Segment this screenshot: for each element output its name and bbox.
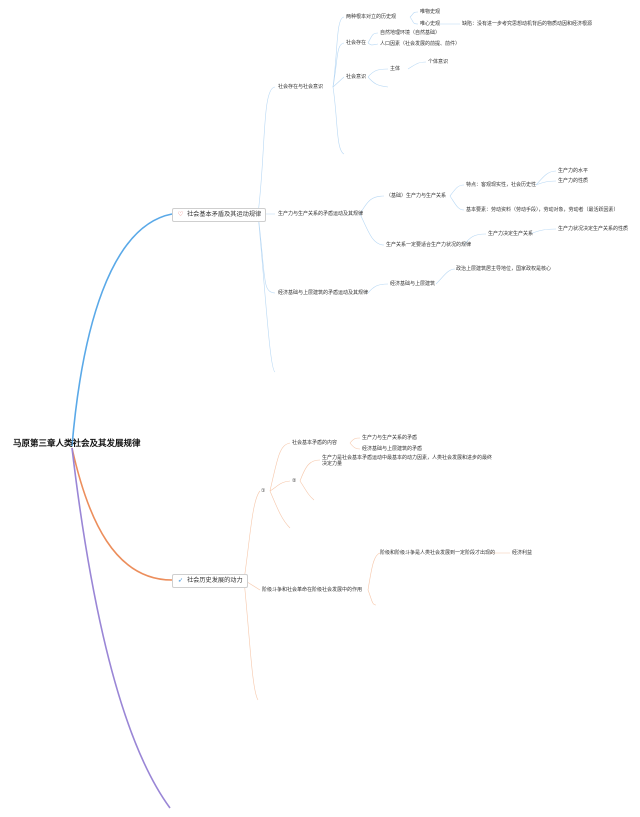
node-classes-appear[interactable]: 阶级和阶级斗争是人类社会发展到一定阶段才出现的 <box>380 550 496 556</box>
node-circled-one[interactable]: ① <box>261 488 266 494</box>
node-forces-determine-relations[interactable]: 生产力决定生产关系 <box>488 231 534 237</box>
connector-root-branch1 <box>71 213 173 447</box>
node-historical-materialism[interactable]: 唯物史观 <box>420 9 441 15</box>
branch-social-contradictions[interactable]: ♡社会基本矛盾及其运动规律 <box>172 208 267 222</box>
node-basis-forces-relations[interactable]: （基础）生产力与生产关系 <box>386 193 447 199</box>
node-social-being-consciousness[interactable]: 社会存在与社会意识 <box>278 84 324 90</box>
paper-plane-icon: ➶ <box>177 577 184 584</box>
node-basic-contradiction-content[interactable]: 社会基本矛盾的内容 <box>292 440 338 446</box>
connector-root-branch3 <box>71 447 171 809</box>
node-economic-interests[interactable]: 经济利益 <box>512 550 533 556</box>
node-subject[interactable]: 主体 <box>390 66 401 72</box>
node-natural-environment[interactable]: 自然地理环境（自然基础） <box>380 30 441 36</box>
node-forces-relations-contradiction[interactable]: 生产力与生产关系的矛盾 <box>362 435 418 441</box>
node-political-superstructure[interactable]: 政治上层建筑居主导地位，国家政权是核心 <box>456 266 552 272</box>
branch1-lines <box>257 11 557 373</box>
node-level-of-productive-forces[interactable]: 生产力的水平 <box>558 168 589 174</box>
node-individual-consciousness[interactable]: 个体意识 <box>428 59 449 65</box>
main-branch-lines <box>71 213 173 809</box>
branch-label: 社会基本矛盾及其运动规律 <box>187 211 262 218</box>
node-law-of-adaptation[interactable]: 生产关系一定要适合生产力状况的规律 <box>386 242 472 248</box>
branch-driving-forces[interactable]: ➶社会历史发展的动力 <box>172 574 248 588</box>
node-basic-elements[interactable]: 基本要素：劳动资料（劳动手段），劳动对象，劳动者（最活跃因素） <box>466 207 619 213</box>
node-two-views-of-history[interactable]: 两种根本对立的历史观 <box>346 14 397 20</box>
node-social-being[interactable]: 社会存在 <box>346 40 367 46</box>
node-forces-determine-nature[interactable]: 生产力状况决定生产关系的性质 <box>558 226 629 232</box>
root-title: 马原第三章人类社会及其发展规律 <box>13 439 141 449</box>
heart-icon: ♡ <box>177 211 184 218</box>
node-base-superstructure[interactable]: 经济基础与上层建筑 <box>390 281 436 287</box>
node-historical-idealism[interactable]: 唯心史观 <box>420 21 441 27</box>
node-characteristics[interactable]: 特点：客观现实性，社会历史性 <box>466 182 537 188</box>
branch2-lines <box>243 437 510 701</box>
node-base-superstructure-law[interactable]: 经济基础与上层建筑的矛盾运动及其规律 <box>278 290 369 296</box>
connector-root-branch2 <box>71 447 173 581</box>
node-circled-two[interactable]: ② <box>292 478 297 484</box>
node-idealism-flaw-note[interactable]: 缺陷：没有进一步考究思想动机背后的物质动因和经济根源 <box>462 21 593 27</box>
branch-label: 社会历史发展的动力 <box>187 577 243 584</box>
node-productive-forces-final-power[interactable]: 生产力是社会基本矛盾运动中最基本的动力因素，人类社会发展和进步的最终决定力量 <box>322 455 493 467</box>
node-class-struggle-role[interactable]: 阶级斗争和社会革命在阶级社会发展中的作用 <box>262 587 363 593</box>
node-social-consciousness[interactable]: 社会意识 <box>346 74 367 80</box>
node-productive-forces-relations[interactable]: 生产力与生产关系的矛盾运动及其规律 <box>278 211 364 217</box>
node-population-factor[interactable]: 人口因素（社会发展的前提、前件） <box>380 41 461 47</box>
node-nature-of-productive-forces[interactable]: 生产力的性质 <box>558 178 589 184</box>
node-base-superstructure-contradiction[interactable]: 经济基础与上层建筑的矛盾 <box>362 446 423 452</box>
